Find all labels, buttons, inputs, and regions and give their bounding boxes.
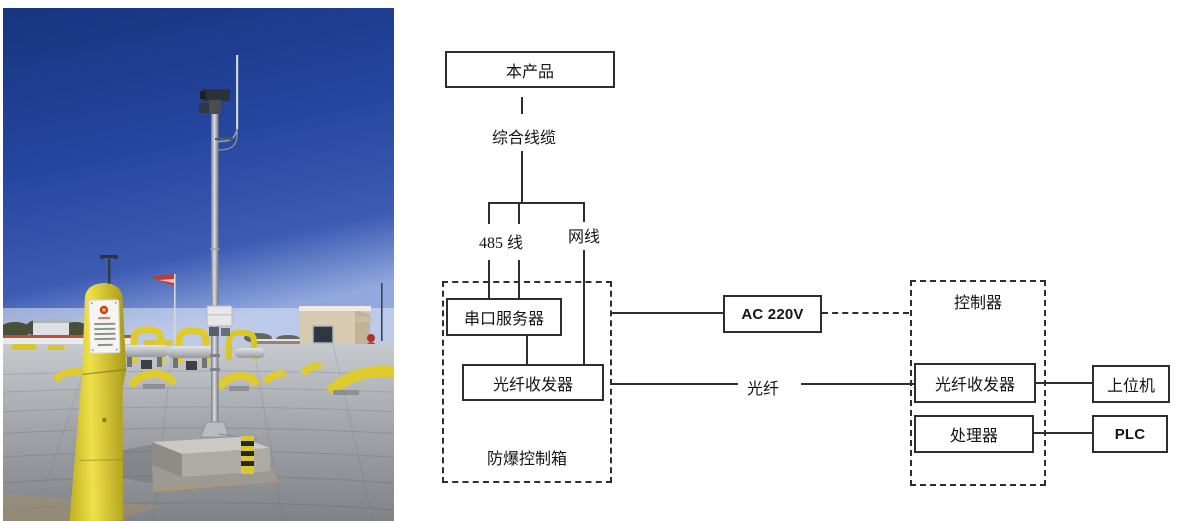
diagram-node-ac-power: AC 220V <box>723 295 822 333</box>
building-window <box>312 325 334 344</box>
diagram-node-processor: 处理器 <box>914 415 1034 453</box>
diagram-node-fiber-transceiver-right: 光纤收发器 <box>914 363 1036 403</box>
label-485-wire: 485 线 <box>478 235 523 252</box>
diagram-node-plc: PLC <box>1092 415 1168 453</box>
site-photo <box>3 8 394 521</box>
warning-sign <box>88 299 121 354</box>
connector-485a-to-server <box>488 260 490 298</box>
sky <box>3 8 394 348</box>
connector-fiber-right <box>801 383 914 385</box>
flag <box>150 274 176 344</box>
label-fiber: 光纤 <box>746 381 779 398</box>
camera-unit <box>199 89 230 114</box>
far-mast <box>381 283 383 341</box>
site-photo-art <box>3 8 394 521</box>
distant-building-roof <box>33 319 69 323</box>
connector-trunk-top <box>521 97 523 114</box>
label-cable: 综合线缆 <box>491 130 556 147</box>
distant-building <box>33 319 69 339</box>
connector-485b-to-server <box>518 260 520 298</box>
striped-marker <box>241 436 254 474</box>
antenna <box>215 55 239 151</box>
connector-ac-to-controller <box>822 312 909 314</box>
connector-processor-to-plc <box>1034 432 1092 434</box>
connector-fiber-left <box>612 383 738 385</box>
diagram-node-product: 本产品 <box>445 51 615 88</box>
pole-control-box <box>206 305 233 371</box>
connector-drop-485a <box>488 202 490 224</box>
yellow-bollard <box>69 282 127 521</box>
connector-drop-net <box>583 202 585 222</box>
connector-transceiver-to-host <box>1036 382 1092 384</box>
pipe-elbows <box>52 362 394 397</box>
gas-manifold-3 <box>226 330 265 360</box>
diagram-node-serial-server: 串口服务器 <box>446 298 562 336</box>
connector-net-to-fiber <box>583 250 585 364</box>
gas-manifold-1 <box>121 326 169 369</box>
distant-wall-stripe <box>3 335 133 338</box>
connector-branch <box>488 202 585 204</box>
connector-drop-485b <box>518 202 520 224</box>
diagram-node-host-computer: 上位机 <box>1092 365 1170 403</box>
connector-trunk-bottom <box>521 151 523 203</box>
monitoring-pole <box>210 112 220 430</box>
label-explosion-proof-box: 防爆控制箱 <box>486 451 567 468</box>
label-net-wire: 网线 <box>567 229 600 246</box>
connector-server-to-fiber <box>526 336 528 364</box>
distant-equipment <box>11 340 173 350</box>
distant-wall <box>3 335 133 346</box>
diagram-node-fiber-transceiver-left: 光纤收发器 <box>462 364 604 401</box>
label-controller: 控制器 <box>953 295 1002 312</box>
gas-manifold-2 <box>167 327 215 370</box>
pipe-supports <box>143 384 359 395</box>
enclosure-explosion-proof-box <box>442 281 612 483</box>
connector-box-to-ac <box>612 312 723 314</box>
